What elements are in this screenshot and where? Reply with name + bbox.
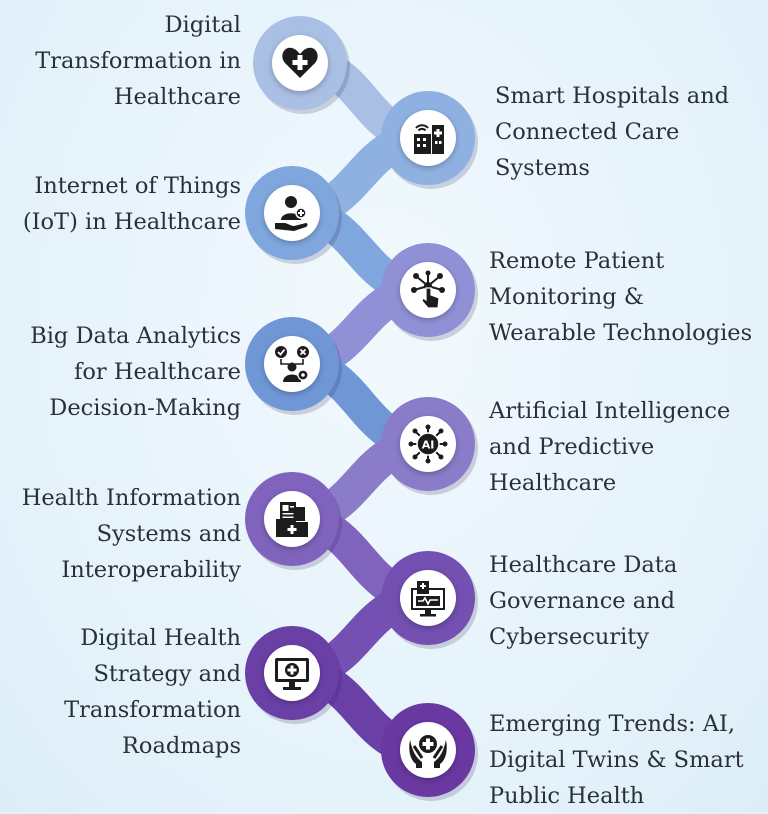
label-line: Interoperability	[61, 557, 241, 583]
heart-plus-icon	[272, 35, 328, 91]
label-line: Cybersecurity	[489, 624, 650, 650]
label-line: Digital	[164, 12, 242, 38]
step-10-label: Emerging Trends: AI, Digital Twins & Sma…	[489, 706, 744, 814]
label-line: Connected Care	[495, 119, 680, 145]
secure-health-monitor-icon	[400, 570, 456, 626]
network-touch-icon	[400, 262, 456, 318]
label-line: Decision-Making	[49, 395, 241, 421]
step-9-label: Digital Health Strategy and Transformati…	[64, 620, 241, 764]
label-line: Health Information	[21, 485, 241, 511]
label-line: Governance and	[489, 588, 676, 614]
label-line: Roadmaps	[121, 733, 241, 759]
label-line: Healthcare	[113, 84, 241, 110]
medical-records-icon	[264, 491, 320, 547]
step-3-label: Internet of Things (IoT) in Healthcare	[23, 168, 241, 240]
step-5-label: Big Data Analytics for Healthcare Decisi…	[30, 318, 241, 426]
label-line: Emerging Trends: AI,	[489, 711, 736, 737]
label-line: Systems	[495, 155, 590, 181]
label-line: Artificial Intelligence	[489, 398, 731, 424]
decision-analytics-icon	[264, 336, 320, 392]
step-2-label: Smart Hospitals and Connected Care Syste…	[495, 78, 729, 186]
label-line: Digital Health	[80, 625, 241, 651]
label-line: Healthcare Data	[489, 552, 678, 578]
patient-care-hand-icon	[264, 185, 320, 241]
label-line: Monitoring &	[489, 284, 644, 310]
label-line: Wearable Technologies	[489, 320, 753, 346]
label-line: Remote Patient	[489, 248, 665, 274]
label-line: Healthcare	[489, 470, 617, 496]
label-line: Smart Hospitals and	[495, 83, 730, 109]
hands-care-icon	[400, 722, 456, 778]
label-line: Big Data Analytics	[30, 323, 241, 349]
label-line: (IoT) in Healthcare	[22, 209, 241, 235]
label-line: Transformation	[64, 697, 241, 723]
label-line: Public Health	[489, 783, 645, 809]
step-7-label: Health Information Systems and Interoper…	[22, 480, 241, 588]
ai-chip-icon: AI	[400, 416, 456, 472]
svg-text:AI: AI	[422, 439, 435, 452]
label-line: for Healthcare	[74, 359, 241, 385]
label-line: Digital Twins & Smart	[489, 747, 744, 773]
label-line: Systems and	[96, 521, 241, 547]
label-line: Strategy and	[93, 661, 241, 687]
label-line: and Predictive	[489, 434, 655, 460]
digital-health-monitor-icon	[264, 645, 320, 701]
step-4-label: Remote Patient Monitoring & Wearable Tec…	[489, 243, 752, 351]
label-line: Transformation in	[35, 48, 241, 74]
step-1-label: Digital Transformation in Healthcare	[35, 7, 241, 115]
label-line: Internet of Things	[34, 173, 241, 199]
step-6-label: Artificial Intelligence and Predictive H…	[489, 393, 730, 501]
step-8-label: Healthcare Data Governance and Cybersecu…	[489, 547, 677, 655]
smart-hospital-icon	[400, 110, 456, 166]
